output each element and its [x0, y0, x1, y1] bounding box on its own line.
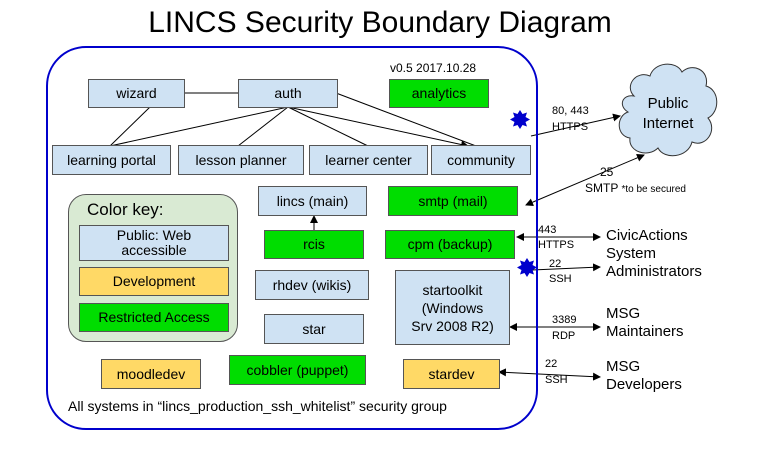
civicactions-line-2: System	[606, 245, 657, 262]
rdp-proto-label: RDP	[552, 330, 576, 342]
node-startoolkit[interactable]: startoolkit (Windows Srv 2008 R2)	[395, 270, 510, 345]
startoolkit-line-2: (Windows	[421, 299, 484, 316]
smtp-proto-text: SMTP	[585, 181, 619, 195]
dev-port-label: 22	[545, 358, 558, 370]
node-analytics[interactable]: analytics	[389, 79, 489, 108]
line-community-internet	[530, 113, 621, 137]
starburst-ssh-icon	[517, 258, 537, 277]
diagram-title: LINCS Security Boundary Diagram	[148, 6, 612, 39]
msg-developers-line-2: Developers	[606, 376, 682, 393]
line-smtp-internet	[525, 154, 645, 206]
node-cpm[interactable]: cpm (backup)	[385, 230, 515, 259]
civicactions-line-3: Administrators	[606, 263, 702, 280]
civic-ssh-proto-label: SSH	[549, 273, 572, 285]
node-community[interactable]: community	[431, 145, 531, 175]
civic-ssh-port-label: 22	[549, 258, 562, 270]
internet-label: Public Internet	[636, 94, 700, 134]
starburst-https-icon	[510, 110, 530, 129]
line-auth-portal	[109, 106, 289, 147]
node-rcis[interactable]: rcis	[264, 230, 364, 259]
node-cobbler[interactable]: cobbler (puppet)	[229, 355, 366, 385]
line-ssh-civic	[531, 263, 601, 272]
startoolkit-line-1: startoolkit	[422, 281, 483, 298]
legend-public-line-2: accessible	[121, 242, 187, 258]
line-auth-analytics-community	[335, 92, 477, 147]
msg-developers-line-1: MSG	[606, 358, 641, 375]
node-star[interactable]: star	[264, 314, 364, 344]
footer-note: All systems in “lincs_production_ssh_whi…	[68, 398, 447, 414]
rdp-port-label: 3389	[552, 314, 577, 326]
https-proto-label: HTTPS	[552, 121, 589, 133]
node-learner-center[interactable]: learner center	[309, 145, 428, 175]
legend-public: Public: Web accessible	[79, 225, 229, 261]
internet-cloud-icon	[618, 63, 718, 157]
civicactions-line-1: CivicActions	[606, 227, 688, 244]
node-moodledev[interactable]: moodledev	[101, 359, 201, 389]
version-label: v0.5 2017.10.28	[390, 61, 477, 75]
node-rhdev[interactable]: rhdev (wikis)	[255, 270, 369, 300]
node-auth[interactable]: auth	[238, 79, 338, 108]
line-stardev-developers	[498, 368, 601, 381]
color-key-panel: Color key: Public: Web accessible Develo…	[68, 194, 238, 342]
node-lesson-planner[interactable]: lesson planner	[178, 145, 304, 175]
line-auth-center	[287, 106, 369, 147]
startoolkit-line-3: Srv 2008 R2)	[411, 317, 494, 334]
line-auth-planner	[237, 106, 289, 147]
msg-maintainers-line-2: Maintainers	[606, 323, 684, 340]
node-smtp[interactable]: smtp (mail)	[388, 186, 518, 216]
node-learning-portal[interactable]: learning portal	[52, 145, 171, 175]
legend-restricted: Restricted Access	[79, 303, 229, 332]
msg-developers: MSG Developers	[606, 358, 682, 394]
legend-development: Development	[79, 267, 229, 296]
color-key-title: Color key:	[87, 200, 164, 219]
smtp-note: *to be secured	[621, 184, 686, 195]
dev-proto-label: SSH	[545, 374, 568, 386]
civic-https-proto-label: HTTPS	[538, 239, 575, 251]
smtp-proto-label: SMTP *to be secured	[585, 182, 686, 196]
legend-public-line-1: Public: Web	[116, 227, 192, 243]
node-stardev[interactable]: stardev	[403, 359, 500, 389]
smtp-port-label: 25	[600, 165, 614, 179]
https-port-label: 80, 443	[552, 105, 589, 117]
security-boundary	[46, 46, 538, 430]
node-wizard[interactable]: wizard	[88, 79, 185, 108]
civic-https-port-label: 443	[538, 224, 557, 236]
internet-label-line-1: Public	[647, 95, 689, 112]
msg-maintainers: MSG Maintainers	[606, 305, 684, 341]
line-auth-community	[287, 106, 469, 149]
node-lincs-main[interactable]: lincs (main)	[258, 186, 367, 216]
civicactions-admins: CivicActions System Administrators	[606, 227, 702, 281]
msg-maintainers-line-1: MSG	[606, 305, 641, 322]
internet-label-line-2: Internet	[642, 115, 694, 132]
line-wizard-portal	[109, 106, 151, 147]
